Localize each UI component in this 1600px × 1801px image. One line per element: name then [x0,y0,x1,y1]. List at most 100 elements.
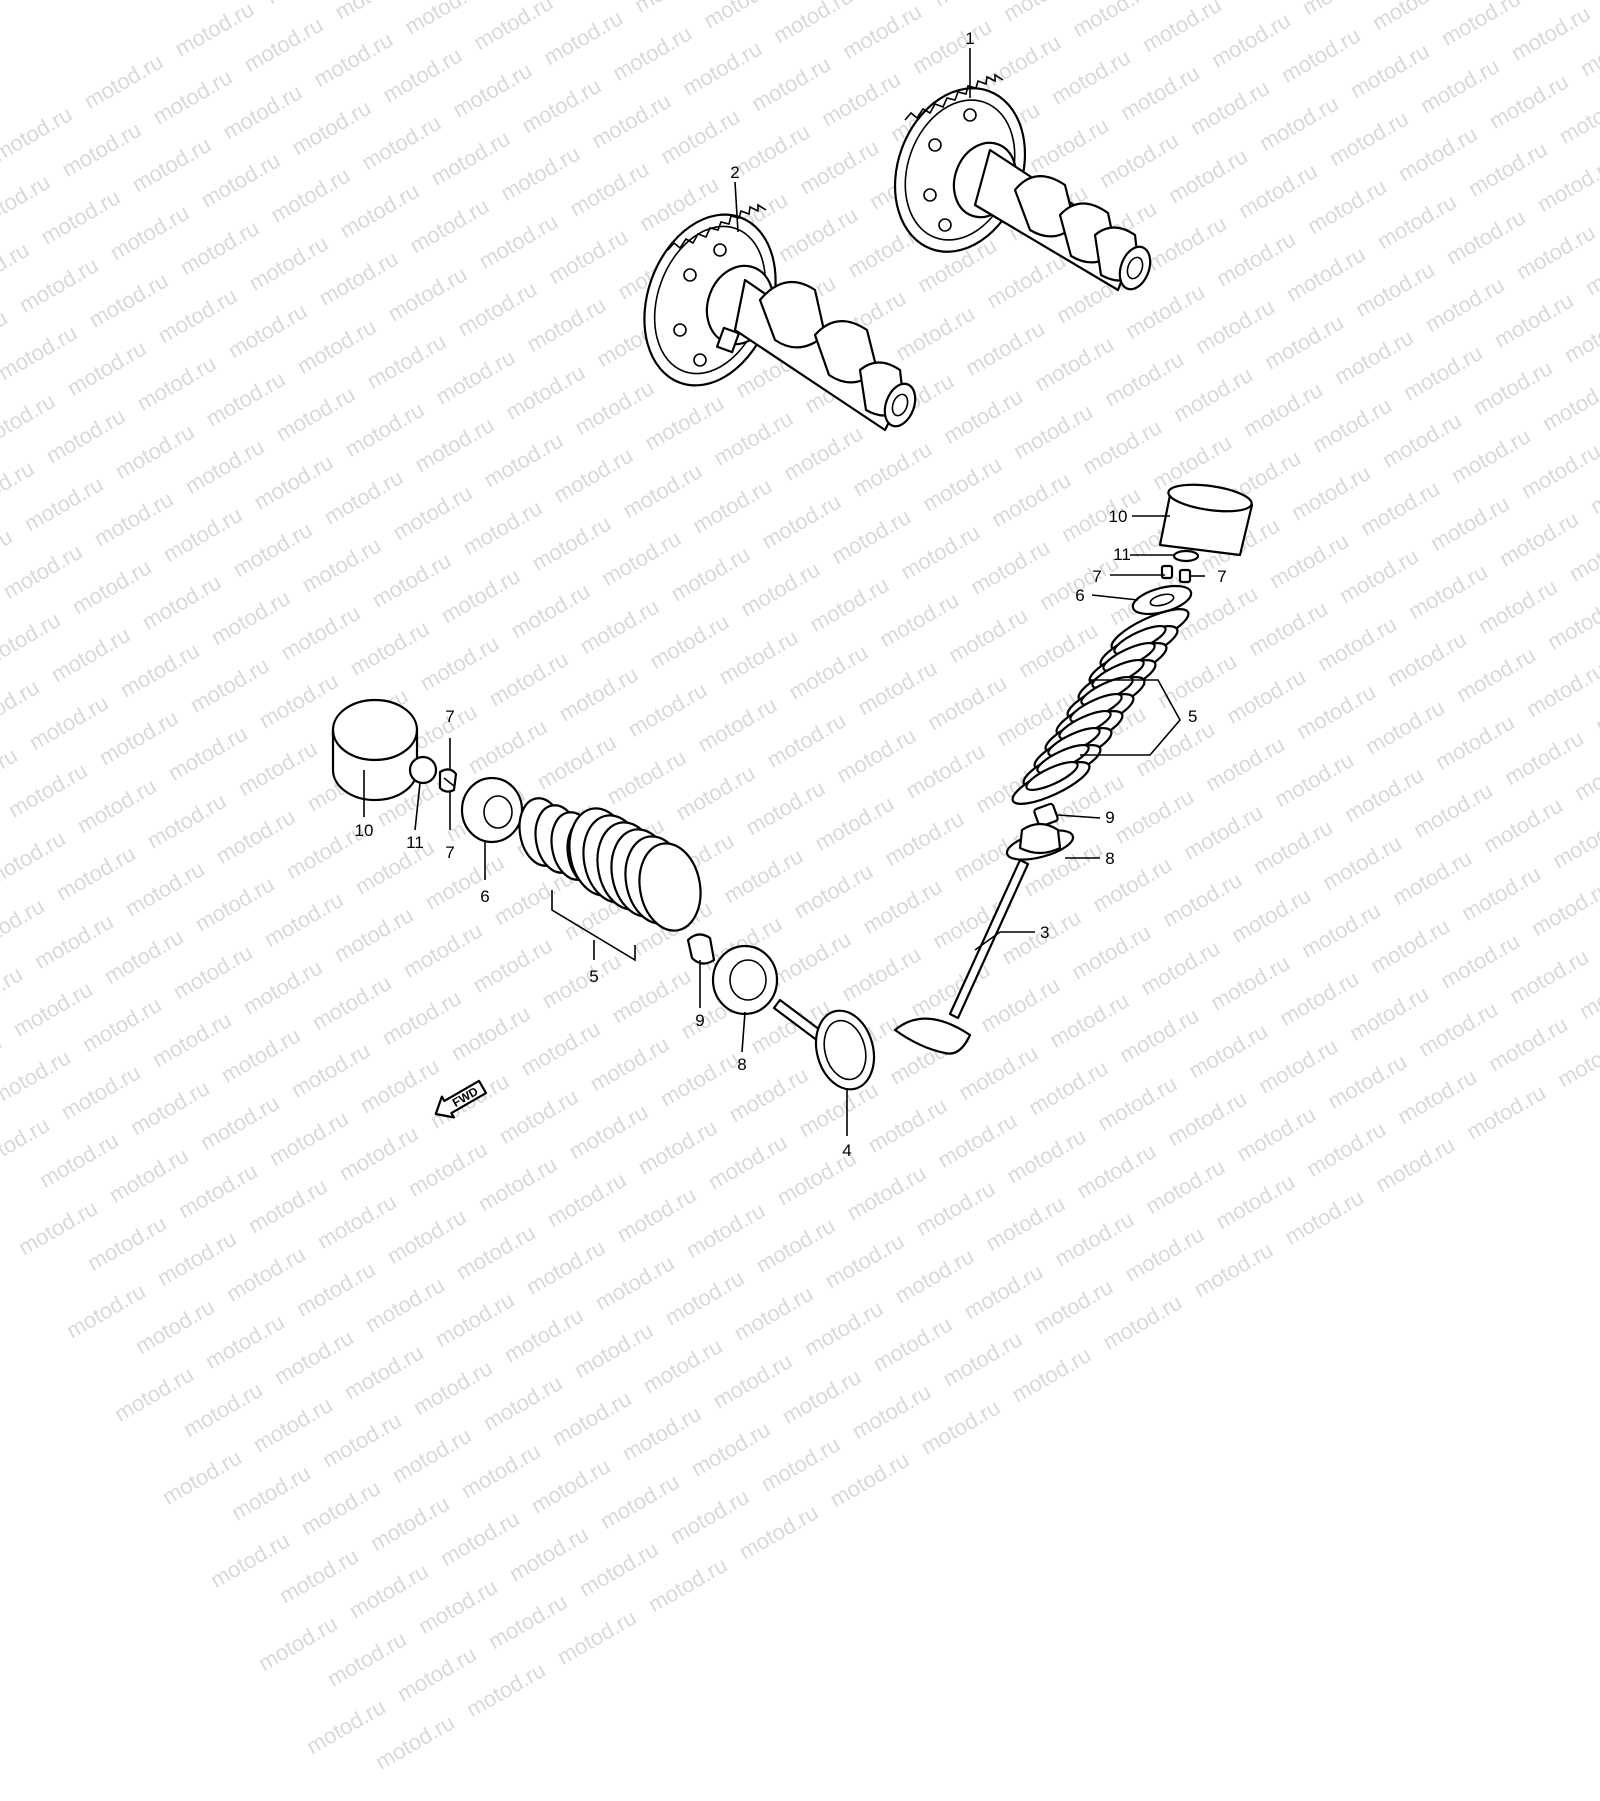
watermark-text: motod.ru [890,1243,979,1309]
watermark-text: motod.ru [253,1610,342,1676]
watermark-text: motod.ru [959,1258,1048,1324]
watermark-text: motod.ru [339,1339,428,1405]
watermark-text: motod.ru [799,1295,888,1361]
callout-5-left: 5 [589,967,598,986]
watermark-text: motod.ru [365,1490,454,1556]
watermark-text: motod.ru [248,1392,337,1458]
watermark-text: motod.ru [938,1326,1027,1392]
watermark-text: motod.ru [408,1355,497,1421]
watermark-text: motod.ru [617,1400,706,1466]
watermark-text: motod.ru [200,1308,289,1374]
watermark-text: motod.ru [1120,1221,1209,1287]
watermark-text: motod.ru [981,1190,1070,1256]
watermark-text: motod.ru [574,1536,663,1602]
watermark-text: motod.ru [456,1438,545,1504]
watermark-text: motod.ru [526,1453,615,1519]
watermark-text: motod.ru [569,1317,658,1383]
callout-9-right: 9 [1105,808,1114,827]
watermark-text: motod.ru [751,1212,840,1278]
watermark-text: motod.ru [478,1370,567,1436]
watermark-text: motod.ru [152,1225,241,1291]
watermark-text: motod.ru [1189,1237,1278,1303]
watermark-text: motod.ru [708,1348,797,1414]
watermark-text: motod.ru [1098,1289,1187,1355]
watermark-text: motod.ru [595,1468,684,1534]
watermark-text: motod.ru [734,1499,823,1565]
watermark-text: motod.ru [451,1219,540,1285]
watermark-text: motod.ru [504,1521,593,1587]
callout-2: 2 [730,163,739,182]
callout-10-right: 10 [1109,507,1128,526]
watermark-text: motod.ru [660,1265,749,1331]
callout-11-left: 11 [406,833,424,852]
watermark-text: motod.ru [371,1709,459,1775]
watermark-text: motod.ru [756,1431,845,1497]
watermark-text: motod.ru [686,1416,775,1482]
callout-7-left-a: 7 [445,707,454,726]
watermark-text: motod.ru [1050,1206,1139,1272]
watermark-text: motod.ru [61,1278,150,1344]
spring-coil [638,842,702,932]
watermark-text: motod.ru [868,1311,957,1377]
watermark-text: motod.ru [820,1228,909,1294]
watermark-text: motod.ru [430,1287,519,1353]
watermark-text: motod.ru [729,1280,818,1346]
watermark-text: motod.ru [552,1604,641,1670]
watermark-text: motod.ru [387,1422,476,1488]
callout-5-right: 5 [1188,707,1197,726]
valve-assembly-right [893,483,1254,1055]
watermark-text: motod.ru [344,1558,433,1624]
watermark-text: motod.ru [317,1407,406,1473]
watermark-text: motod.ru [916,1394,1005,1460]
watermark-text: motod.ru [665,1483,754,1550]
callout-8-left: 8 [737,1055,746,1074]
callout-6-right: 6 [1075,586,1084,605]
watermark-text: motod.ru [179,1376,267,1443]
valve-assembly-left [331,698,876,1091]
arrow-left-down-icon [434,1079,488,1119]
watermark-text: motod.ru [157,1444,246,1510]
watermark-text: motod.ru [269,1324,358,1390]
watermark-text: motod.ru [205,1527,294,1593]
camshaft-2 [643,203,917,432]
watermark-text: motod.ru [221,1241,310,1307]
watermark-text: motod.ru [777,1363,866,1429]
callout-4: 4 [842,1141,851,1160]
watermark-text: motod.ru [291,1256,380,1322]
watermark-text: motod.ru [825,1447,914,1513]
spring-coil [1025,761,1079,791]
watermark-text: motod.ru [499,1302,588,1368]
watermark-text: motod.ru [109,1361,198,1427]
watermark-text: motod.ru [681,1197,770,1263]
watermark-text: motod.ru [301,1693,390,1760]
watermark-text: motod.ru [1029,1273,1118,1340]
watermark-text: motod.ru [483,1588,572,1655]
watermark-text: motod.ru [435,1505,524,1571]
watermark-text: motod.ru [847,1378,936,1445]
watermark-text: motod.ru [323,1626,411,1692]
callout-6-left: 6 [480,887,489,906]
watermark-text: motod.ru [227,1460,315,1526]
watermark-text: motod.ru [392,1641,481,1707]
watermark-text: motod.ru [590,1250,679,1316]
callout-7-right-b: 7 [1217,567,1226,586]
watermark-text: motod.ru [360,1271,449,1338]
camshaft-1 [893,73,1152,292]
callout-7-right-a: 7 [1092,567,1101,586]
callout-8-right: 8 [1105,849,1114,868]
exploded-view: 1 2 3 4 5 5 6 6 7 7 7 7 8 8 9 9 10 10 11… [331,29,1254,1160]
callouts: 1 2 3 4 5 5 6 6 7 7 7 7 8 8 9 9 10 10 11… [355,29,1227,1160]
watermark-text: motod.ru [1007,1342,1096,1408]
leader-lines [363,48,1205,1136]
callout-10-left: 10 [355,821,374,840]
callout-11-right: 11 [1113,545,1131,564]
callout-3: 3 [1040,923,1049,942]
watermark-text: motod.ru [521,1234,610,1300]
callout-1: 1 [965,29,974,48]
callout-7-left-b: 7 [445,843,454,862]
watermark-text: motod.ru [547,1385,636,1451]
fwd-indicator: FWD [434,1079,488,1119]
watermark-text: motod.ru [413,1573,502,1639]
watermark-text: motod.ru [638,1333,727,1399]
